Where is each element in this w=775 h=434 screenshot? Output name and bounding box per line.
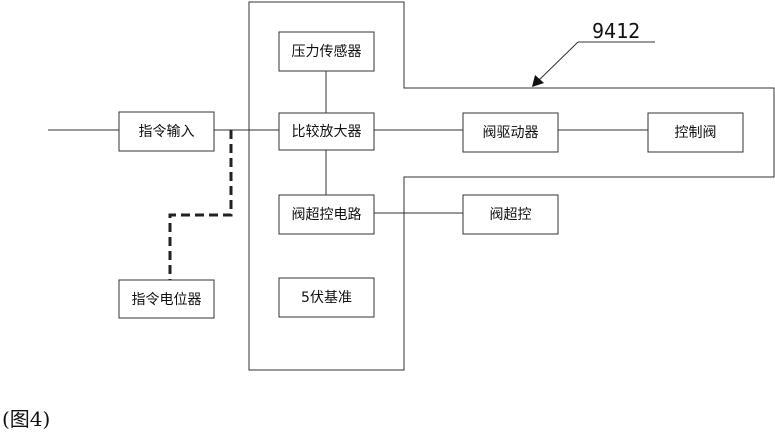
valve-overcontrol-label: 阀超控	[490, 207, 532, 223]
pressure-sensor-block: 压力传感器	[278, 31, 375, 72]
module-enclosure	[248, 1, 775, 371]
pressure-sensor-label: 压力传感器	[292, 43, 362, 60]
valve-driver-label: 阀驱动器	[483, 125, 539, 141]
control-valve-block: 控制阀	[647, 112, 744, 153]
command-potentiometer-label: 指令电位器	[132, 292, 202, 308]
comparator-amplifier-label: 比较放大器	[292, 124, 362, 140]
command-input-block: 指令输入	[118, 111, 215, 152]
command-potentiometer-block: 指令电位器	[118, 279, 215, 319]
valve-overcontrol-circuit-block: 阀超控电路	[278, 194, 375, 235]
command-input-label: 指令输入	[139, 124, 195, 140]
control-valve-label: 控制阀	[675, 125, 717, 141]
valve-driver-block: 阀驱动器	[462, 112, 559, 153]
valve-overcontrol-block: 阀超控	[462, 194, 559, 235]
reference-leader-diagonal	[536, 41, 579, 83]
valve-overcontrol-circuit-label: 阀超控电路	[292, 207, 362, 223]
reference-number: 9412	[592, 19, 640, 43]
potentiometer-dashed-line	[168, 130, 233, 280]
reference-arrow-head	[532, 75, 544, 87]
reference-5v-label: 5伏基准	[301, 289, 352, 306]
comparator-amplifier-block: 比较放大器	[278, 112, 375, 151]
reference-5v-block: 5伏基准	[278, 277, 375, 318]
figure-caption: (图4)	[2, 407, 50, 431]
